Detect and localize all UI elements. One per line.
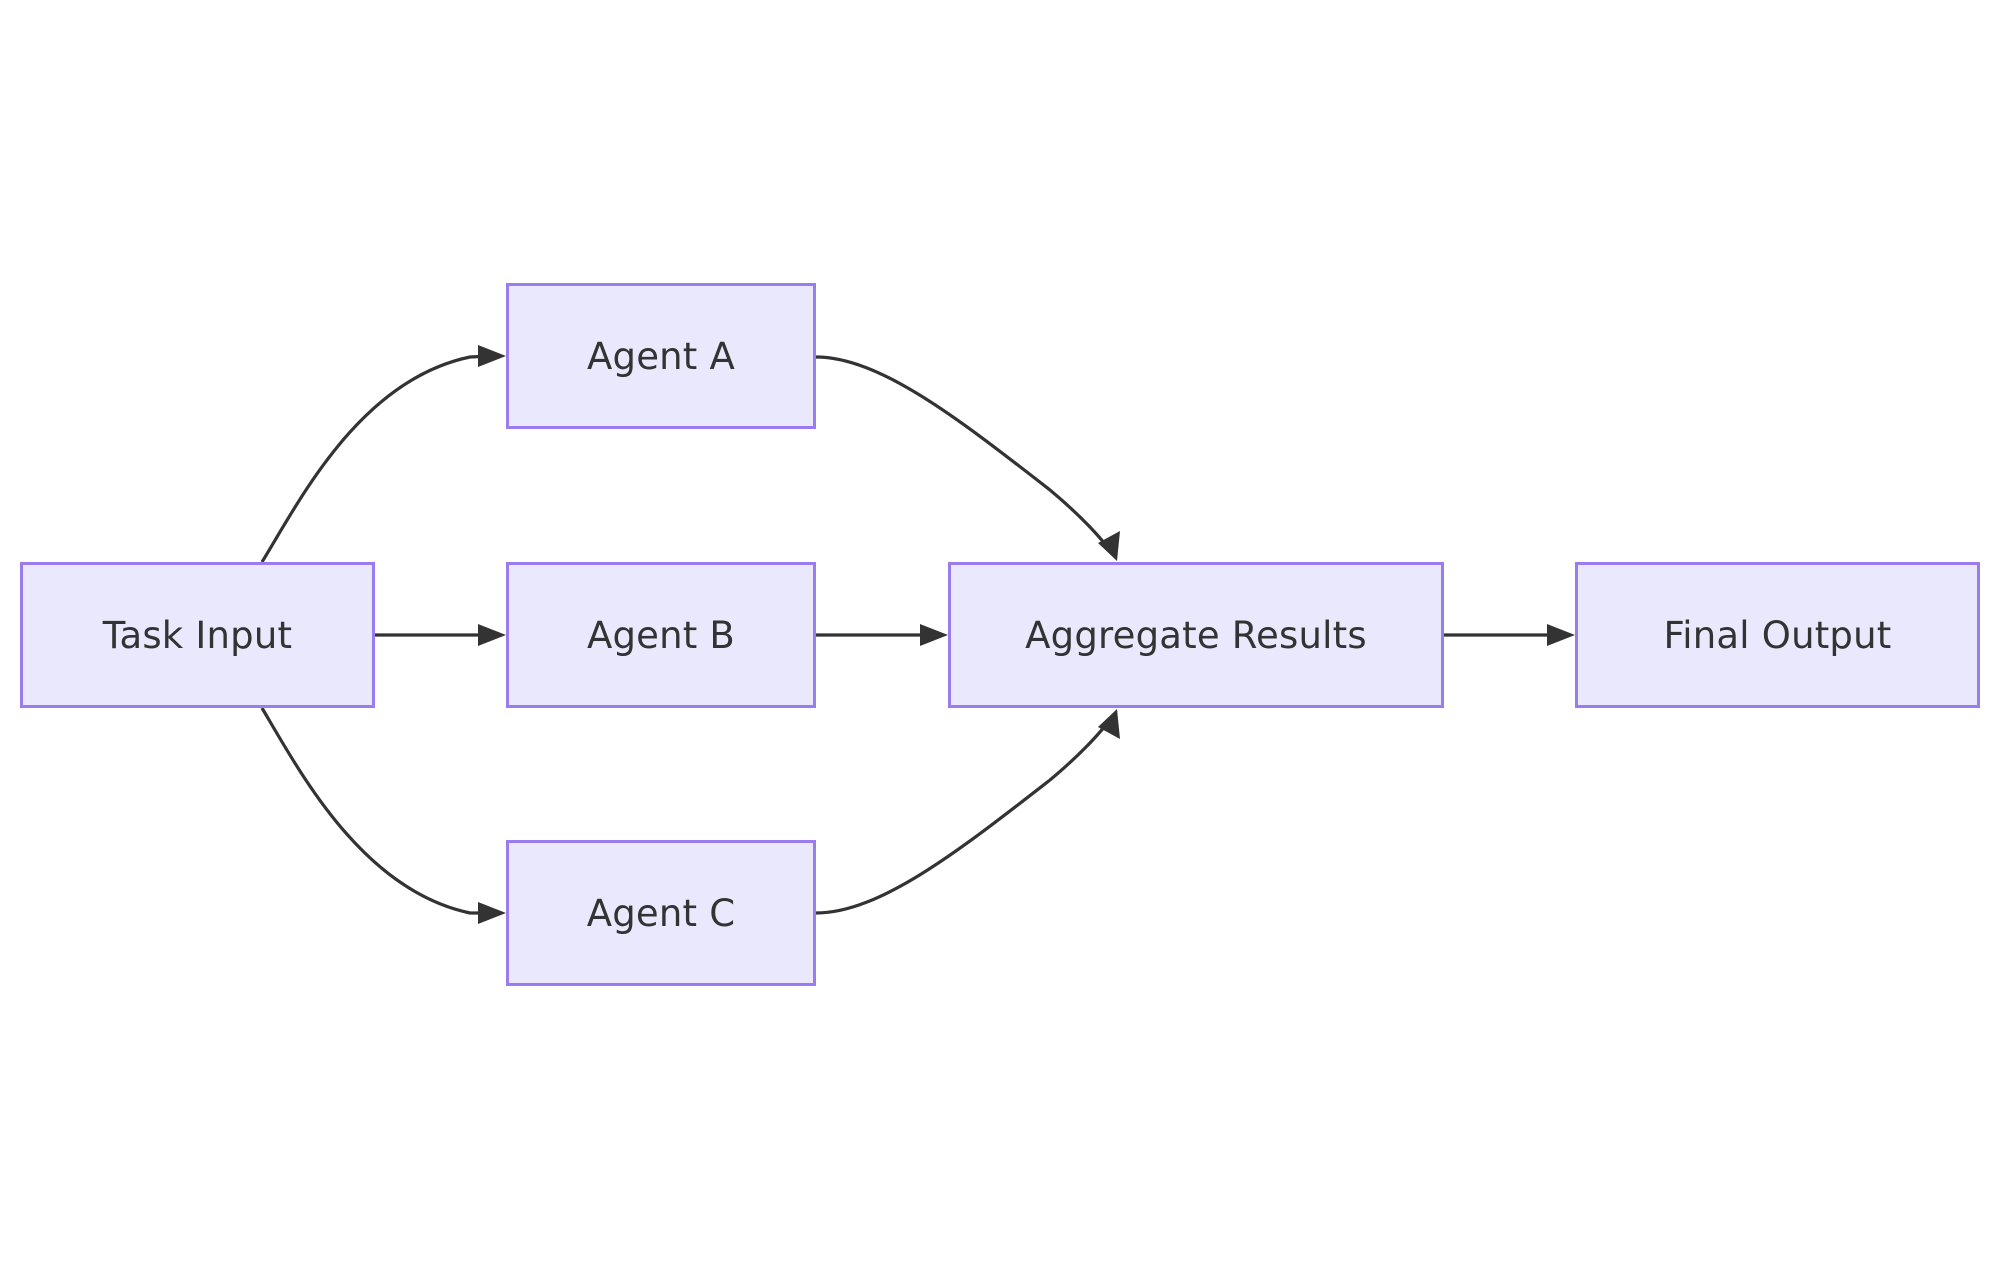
- node-label-agent-c: Agent C: [586, 891, 736, 935]
- node-label-agent-b: Agent B: [586, 613, 736, 657]
- arrowhead-icon: [1547, 624, 1575, 646]
- node-final-output[interactable]: Final Output: [1575, 562, 1980, 708]
- node-label-aggregate-results: Aggregate Results: [1025, 613, 1367, 657]
- node-aggregate-results[interactable]: Aggregate Results: [948, 562, 1444, 708]
- arrowhead-icon: [478, 624, 506, 646]
- arrowhead-icon: [478, 902, 506, 924]
- node-agent-a[interactable]: Agent A: [506, 283, 816, 429]
- node-label-agent-a: Agent A: [587, 334, 735, 378]
- node-label-task-input: Task Input: [102, 613, 293, 657]
- node-agent-b[interactable]: Agent B: [506, 562, 816, 708]
- edge-agent-a-to-aggregate-results: [815, 355, 1120, 561]
- edge-task-input-to-agent-c: [260, 707, 506, 924]
- arrowhead-icon: [920, 624, 948, 646]
- edge-agent-c-to-aggregate-results: [815, 709, 1120, 915]
- edge-task-input-to-agent-b: [375, 624, 506, 646]
- node-task-input[interactable]: Task Input: [20, 562, 375, 708]
- edge-aggregate-results-to-final-output: [1444, 624, 1575, 646]
- arrowhead-icon: [478, 345, 506, 367]
- node-label-final-output: Final Output: [1663, 613, 1892, 657]
- arrowhead-icon: [1098, 709, 1120, 739]
- edge-agent-b-to-aggregate-results: [816, 624, 948, 646]
- node-agent-c[interactable]: Agent C: [506, 840, 816, 986]
- arrowhead-icon: [1098, 531, 1120, 561]
- edge-task-input-to-agent-a: [260, 345, 506, 563]
